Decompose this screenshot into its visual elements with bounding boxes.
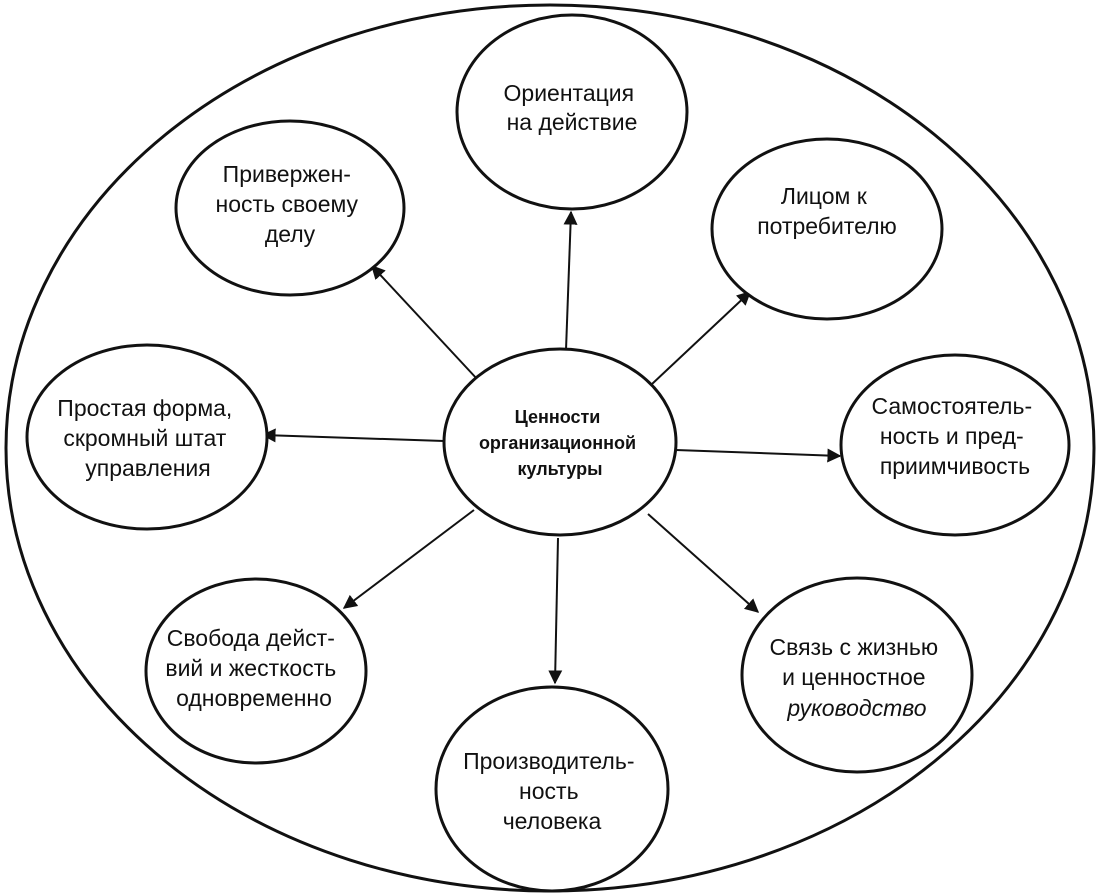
arrow-to-commitment <box>371 264 479 381</box>
node-commitment-line-1: Привержен- <box>223 161 351 187</box>
node-orientation-line-2: на действие <box>507 109 638 135</box>
svg-text:Самостоятель- ность и пр: Самостоятель- ность и пред- приимчивость <box>871 393 1038 479</box>
node-autonomy: Самостоятель- ность и пред- приимчивость <box>839 353 1071 537</box>
node-simple-form: Простая форма, скромный штат управления <box>25 343 269 531</box>
node-freedom: Свобода дейст- вий и жесткость одновреме… <box>144 577 368 765</box>
node-commitment-line-2: ность своему <box>216 191 359 217</box>
node-freedom-line-2: вий и жесткость <box>165 655 336 681</box>
node-simple-form-line-1: Простая форма, <box>57 395 232 421</box>
svg-text:Простая форма, скромный: Простая форма, скромный штат управления <box>57 395 238 481</box>
node-connection-line-1: Связь с жизнью <box>770 634 939 660</box>
node-customer-line-2: потребителю <box>757 213 897 239</box>
svg-text:Привержен- ность своему: Привержен- ность своему делу <box>216 161 365 247</box>
svg-text:Лицом к потребителю: Лицом к потребителю <box>757 183 897 239</box>
node-freedom-line-3: одновременно <box>176 685 332 711</box>
node-autonomy-line-3: приимчивость <box>880 453 1030 479</box>
svg-text:Свобода дейст- вий и жес: Свобода дейст- вий и жесткость одновреме… <box>165 625 342 711</box>
arrow-to-customer <box>651 291 752 385</box>
svg-text:Производитель- ность: Производитель- ность человека <box>463 748 641 834</box>
arrow-to-simple-form <box>261 428 445 443</box>
node-connection-line-3: руководство <box>786 695 926 721</box>
node-autonomy-line-2: ность и пред- <box>880 423 1024 449</box>
node-orientation: Ориентация на действие <box>455 13 689 211</box>
svg-text:Ценности организационной: Ценности организационной культуры <box>479 407 641 479</box>
node-productivity: Производитель- ность человека <box>434 685 670 893</box>
node-customer: Лицом к потребителю <box>710 137 944 321</box>
node-customer-line-1: Лицом к <box>781 183 868 209</box>
node-freedom-line-1: Свобода дейст- <box>167 625 335 651</box>
center-line-3: культуры <box>517 459 602 479</box>
arrow-to-productivity <box>548 537 563 685</box>
node-commitment-line-3: делу <box>265 221 316 247</box>
node-connection: Связь с жизнью и ценностное руководство <box>740 576 974 774</box>
center-line-1: Ценности <box>515 407 601 427</box>
arrow-to-freedom <box>342 509 475 609</box>
node-productivity-line-1: Производитель- <box>463 748 634 774</box>
arrow-to-connection <box>647 513 760 613</box>
node-productivity-line-2: ность <box>519 778 579 804</box>
node-commitment: Привержен- ность своему делу <box>174 119 406 297</box>
svg-text:Ориентация на действие: Ориентация на действие <box>504 80 641 135</box>
arrows-group <box>261 210 842 685</box>
svg-text:Связь с жизнью и ценност: Связь с жизнью и ценностное руководство <box>770 634 945 721</box>
arrow-to-orientation <box>563 210 578 351</box>
arrow-to-autonomy <box>675 448 842 463</box>
node-connection-line-2: и ценностное <box>782 664 925 690</box>
center-line-2: организационной <box>479 433 636 453</box>
node-orientation-line-1: Ориентация <box>504 80 635 106</box>
node-simple-form-line-3: управления <box>85 455 210 481</box>
node-autonomy-line-1: Самостоятель- <box>871 393 1032 419</box>
center-node: Ценности организационной культуры <box>442 347 678 537</box>
node-simple-form-line-2: скромный штат <box>63 425 226 451</box>
node-productivity-line-3: человека <box>503 808 602 834</box>
